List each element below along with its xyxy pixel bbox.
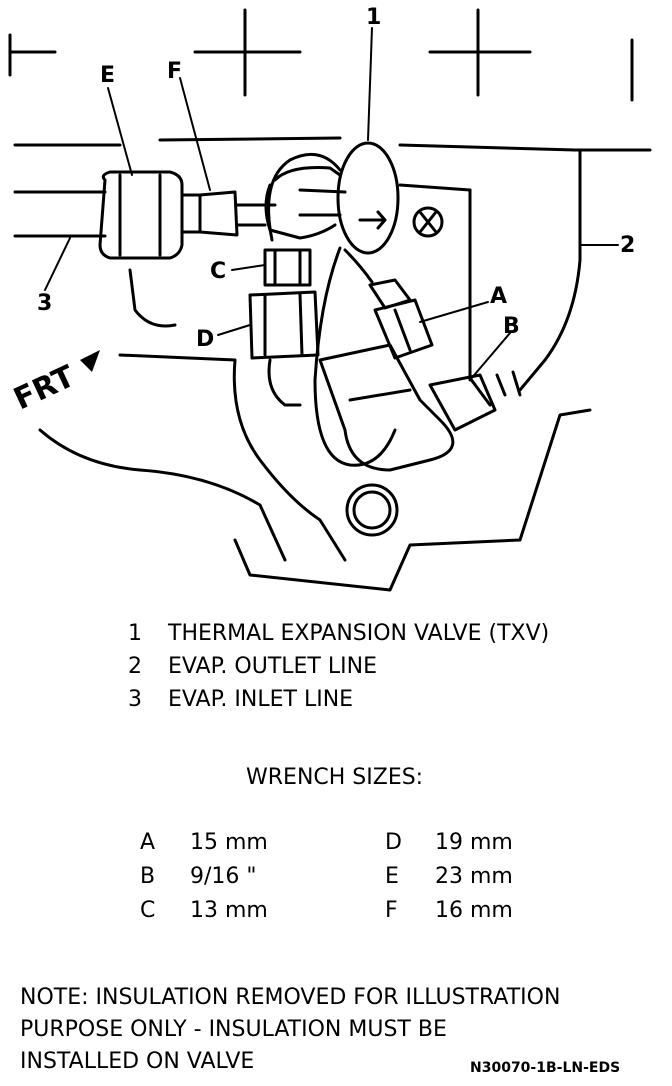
callout-f: F <box>167 59 182 84</box>
callout-c: C <box>210 259 226 284</box>
wrench-sizes-title: WRENCH SIZES: <box>246 765 424 790</box>
outlet-elbow <box>318 343 522 472</box>
callout-a: A <box>490 284 507 309</box>
note-line-1: NOTE: INSULATION REMOVED FOR ILLUSTRATIO… <box>20 985 561 1010</box>
callout-1: 1 <box>366 5 381 30</box>
legend-number: 1 <box>128 621 142 646</box>
note-line-2: PURPOSE ONLY - INSULATION MUST BE <box>20 1017 447 1042</box>
fitting-nut-a <box>343 248 434 360</box>
figure-code: N30070-1B-LN-EDS <box>470 1060 621 1076</box>
leader-lines <box>44 27 619 381</box>
callout-b: B <box>503 314 520 339</box>
legend-text: THERMAL EXPANSION VALVE (TXV) <box>168 621 550 646</box>
legend-item-2: 2 EVAP. OUTLET LINE <box>128 654 377 679</box>
callout-e: E <box>100 63 115 88</box>
capillary-tube <box>267 152 397 467</box>
legend-number: 2 <box>128 654 142 679</box>
firewall-panel <box>8 8 652 152</box>
evaporator-case <box>38 148 592 592</box>
frt-label: FRT <box>9 359 81 417</box>
txv-illustration: FRT 1 2 3 A B C D E F <box>8 5 652 592</box>
legend-text: EVAP. INLET LINE <box>168 687 354 712</box>
callout-2: 2 <box>620 233 635 258</box>
fitting-nut-f <box>180 190 277 237</box>
front-arrow-indicator: FRT <box>9 350 100 417</box>
callout-d: D <box>196 327 214 352</box>
thermal-expansion-valve <box>264 141 400 255</box>
front-arrow-icon <box>80 350 100 372</box>
legend-item-1: 1 THERMAL EXPANSION VALVE (TXV) <box>128 621 549 646</box>
mounting-hole <box>345 483 399 537</box>
fitting-nut-d <box>248 290 320 407</box>
note-line-3: INSTALLED ON VALVE <box>20 1049 255 1074</box>
legend-item-3: 3 EVAP. INLET LINE <box>128 687 353 712</box>
legend-text: EVAP. OUTLET LINE <box>168 654 377 679</box>
fitting-nut-e <box>98 170 184 260</box>
evap-inlet-line <box>13 190 107 238</box>
callout-3: 3 <box>37 291 52 316</box>
fitting-nut-c <box>263 248 312 287</box>
mounting-bolt <box>412 206 444 238</box>
legend-number: 3 <box>128 687 142 712</box>
